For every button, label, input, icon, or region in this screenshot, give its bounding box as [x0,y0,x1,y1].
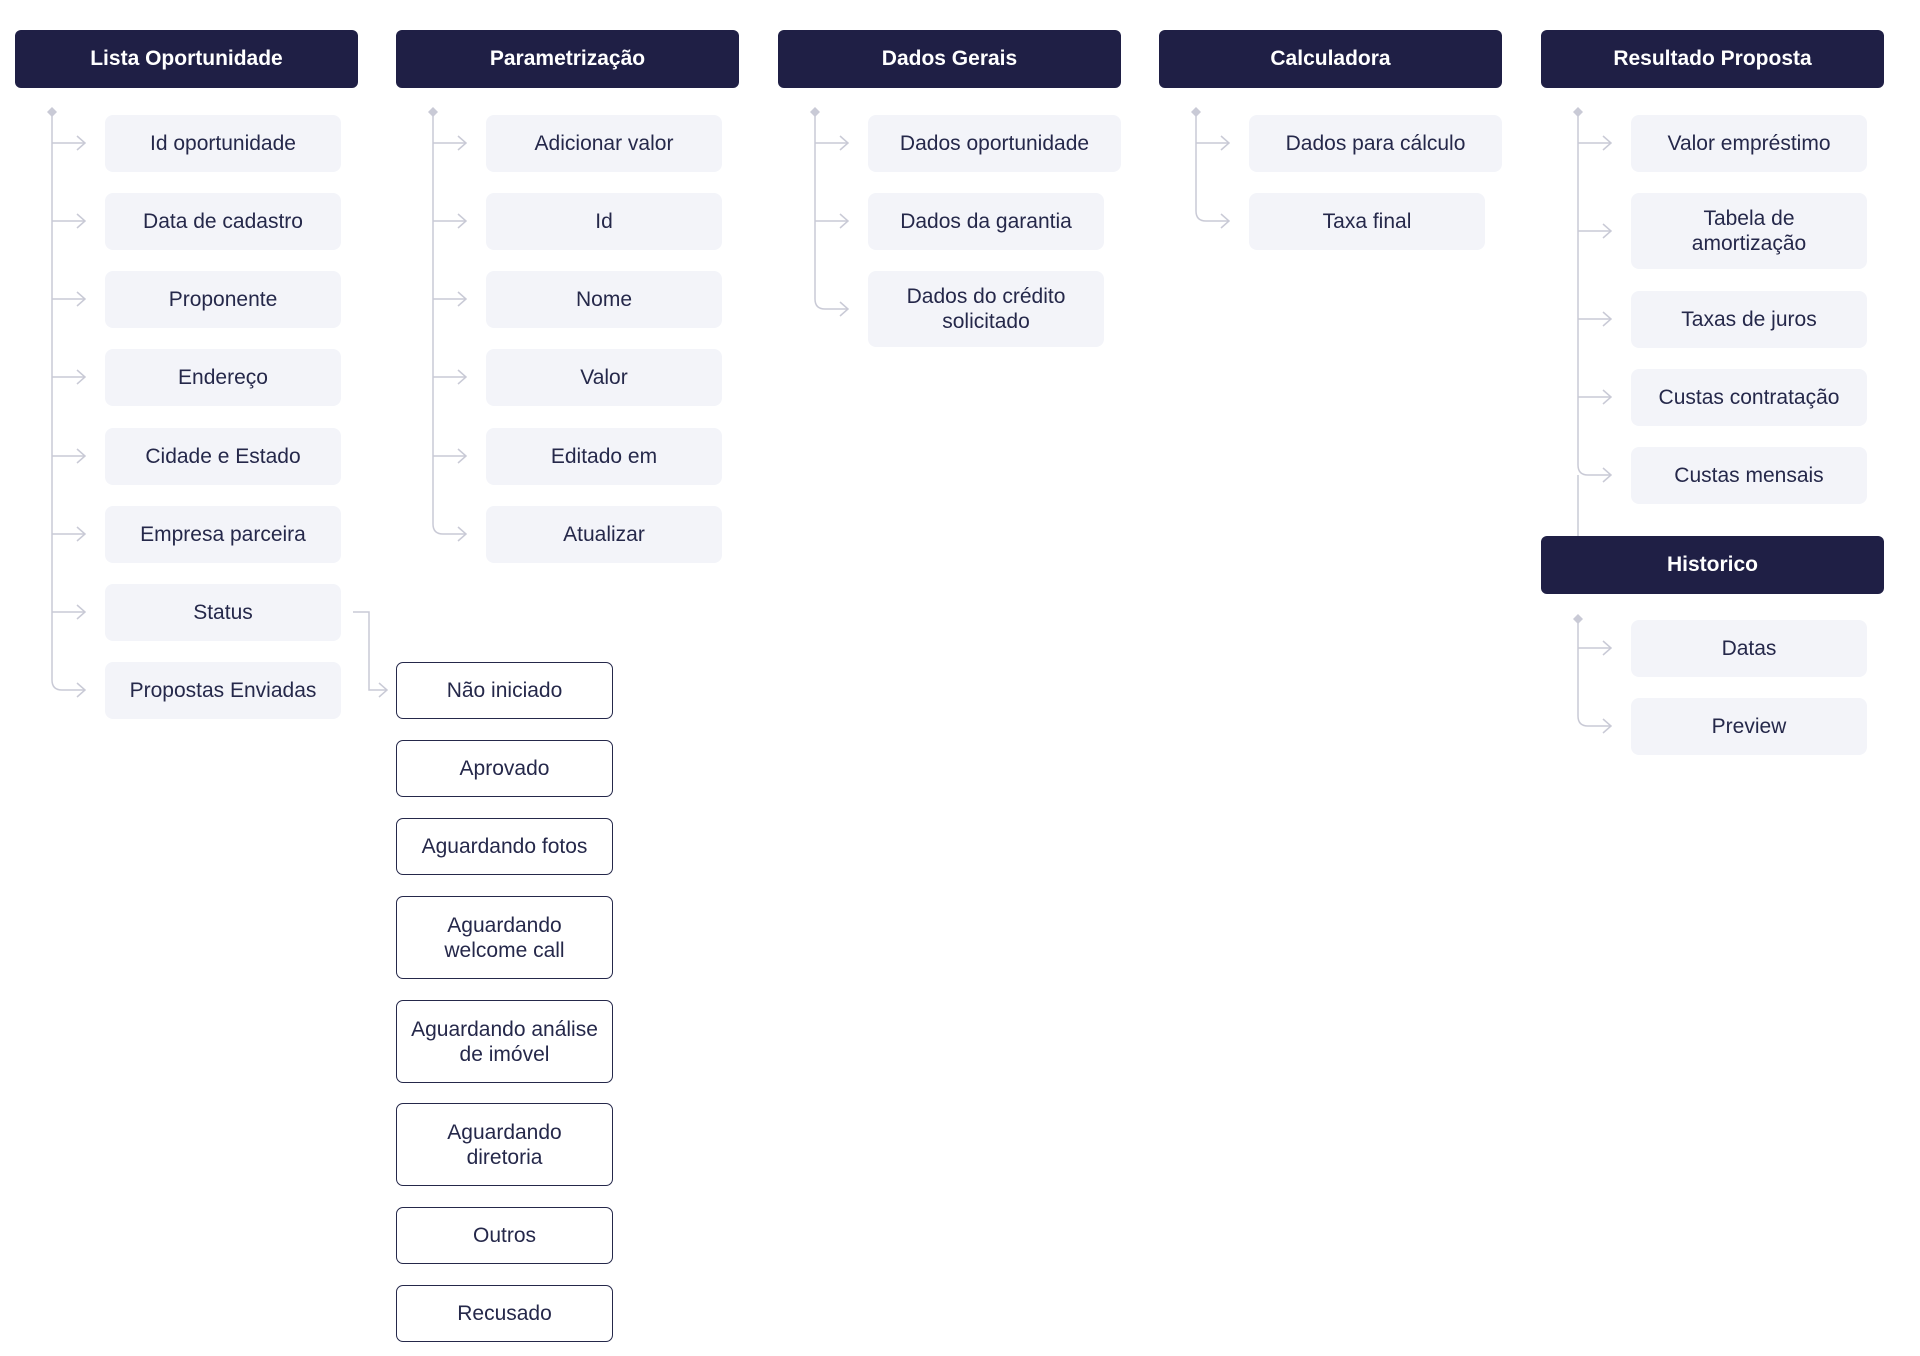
param-arrowhead [457,291,468,307]
item-preview: Preview [1631,698,1867,755]
item-valor: Valor [486,349,722,406]
item-dados-do-credito-solicitado: Dados do crédito solicitado [868,271,1104,347]
status-option-nao-iniciado: Não iniciado [396,662,613,719]
resultado-root-diamond [1573,107,1583,117]
param-arrowhead [457,448,468,464]
header-parametrizacao: Parametrização [396,30,739,88]
resultado-arrowhead [1602,311,1613,327]
dados-arrowhead [839,135,850,151]
item-tabela-de-amortizacao: Tabela de amortização [1631,193,1867,269]
item-dados-para-calculo: Dados para cálculo [1249,115,1502,172]
item-custas-mensais: Custas mensais [1631,447,1867,504]
item-id-oportunidade: Id oportunidade [105,115,341,172]
dados-arrowhead [839,213,850,229]
status-option-aguardando-fotos: Aguardando fotos [396,818,613,875]
param-root-diamond [428,107,438,117]
historico-arrowhead [1602,718,1613,734]
resultado-arrowhead [1602,135,1613,151]
item-editado-em: Editado em [486,428,722,485]
lista-arrowhead [76,135,87,151]
item-atualizar: Atualizar [486,506,722,563]
item-taxas-de-juros: Taxas de juros [1631,291,1867,348]
lista-arrowhead [76,291,87,307]
historico-arrowhead [1602,640,1613,656]
item-empresa-parceira: Empresa parceira [105,506,341,563]
item-propostas-enviadas: Propostas Enviadas [105,662,341,719]
item-dados-da-garantia: Dados da garantia [868,193,1104,250]
header-historico: Historico [1541,536,1884,594]
lista-trunk-line [51,113,63,691]
item-custas-contratacao: Custas contratação [1631,369,1867,426]
status-option-recusado: Recusado [396,1285,613,1342]
lista-arrowhead [76,526,87,542]
lista-arrowhead [76,369,87,385]
resultado-arrowhead [1602,223,1613,239]
header-calculadora: Calculadora [1159,30,1502,88]
lista-root-diamond [47,107,57,117]
status-to-options-arrowhead [378,682,389,698]
item-proponente: Proponente [105,271,341,328]
lista-arrowhead [76,604,87,620]
status-option-aguardando-diretoria: Aguardando diretoria [396,1103,613,1186]
header-lista-oportunidade: Lista Oportunidade [15,30,358,88]
historico-trunk-line [1577,620,1589,727]
item-cidade-e-estado: Cidade e Estado [105,428,341,485]
item-data-de-cadastro: Data de cadastro [105,193,341,250]
param-arrowhead [457,526,468,542]
resultado-arrowhead [1602,389,1613,405]
dados-trunk-line [814,113,826,310]
lista-arrowhead [76,213,87,229]
item-valor-emprestimo: Valor empréstimo [1631,115,1867,172]
param-arrowhead [457,213,468,229]
lista-arrowhead [76,448,87,464]
item-taxa-final: Taxa final [1249,193,1485,250]
item-dados-oportunidade: Dados oportunidade [868,115,1121,172]
header-resultado-proposta: Resultado Proposta [1541,30,1884,88]
item-datas: Datas [1631,620,1867,677]
param-arrowhead [457,369,468,385]
header-dados-gerais: Dados Gerais [778,30,1121,88]
dados-root-diamond [810,107,820,117]
status-option-aguardando-welcome-call: Aguardando welcome call [396,896,613,979]
calc-arrowhead [1220,213,1231,229]
calc-trunk-line [1195,113,1207,222]
lista-arrowhead [76,682,87,698]
resultado-arrowhead [1602,467,1613,483]
item-status: Status [105,584,341,641]
resultado-trunk-line [1577,113,1589,476]
item-nome: Nome [486,271,722,328]
status-to-options-line [353,611,387,691]
item-id: Id [486,193,722,250]
calc-root-diamond [1191,107,1201,117]
calc-arrowhead [1220,135,1231,151]
historico-root-diamond [1573,614,1583,624]
status-option-outros: Outros [396,1207,613,1264]
param-trunk-line [432,113,444,535]
param-arrowhead [457,135,468,151]
dados-arrowhead [839,301,850,317]
status-option-aprovado: Aprovado [396,740,613,797]
item-adicionar-valor: Adicionar valor [486,115,722,172]
item-endereco: Endereço [105,349,341,406]
status-option-aguardando-analise-de-imovel: Aguardando análise de imóvel [396,1000,613,1083]
